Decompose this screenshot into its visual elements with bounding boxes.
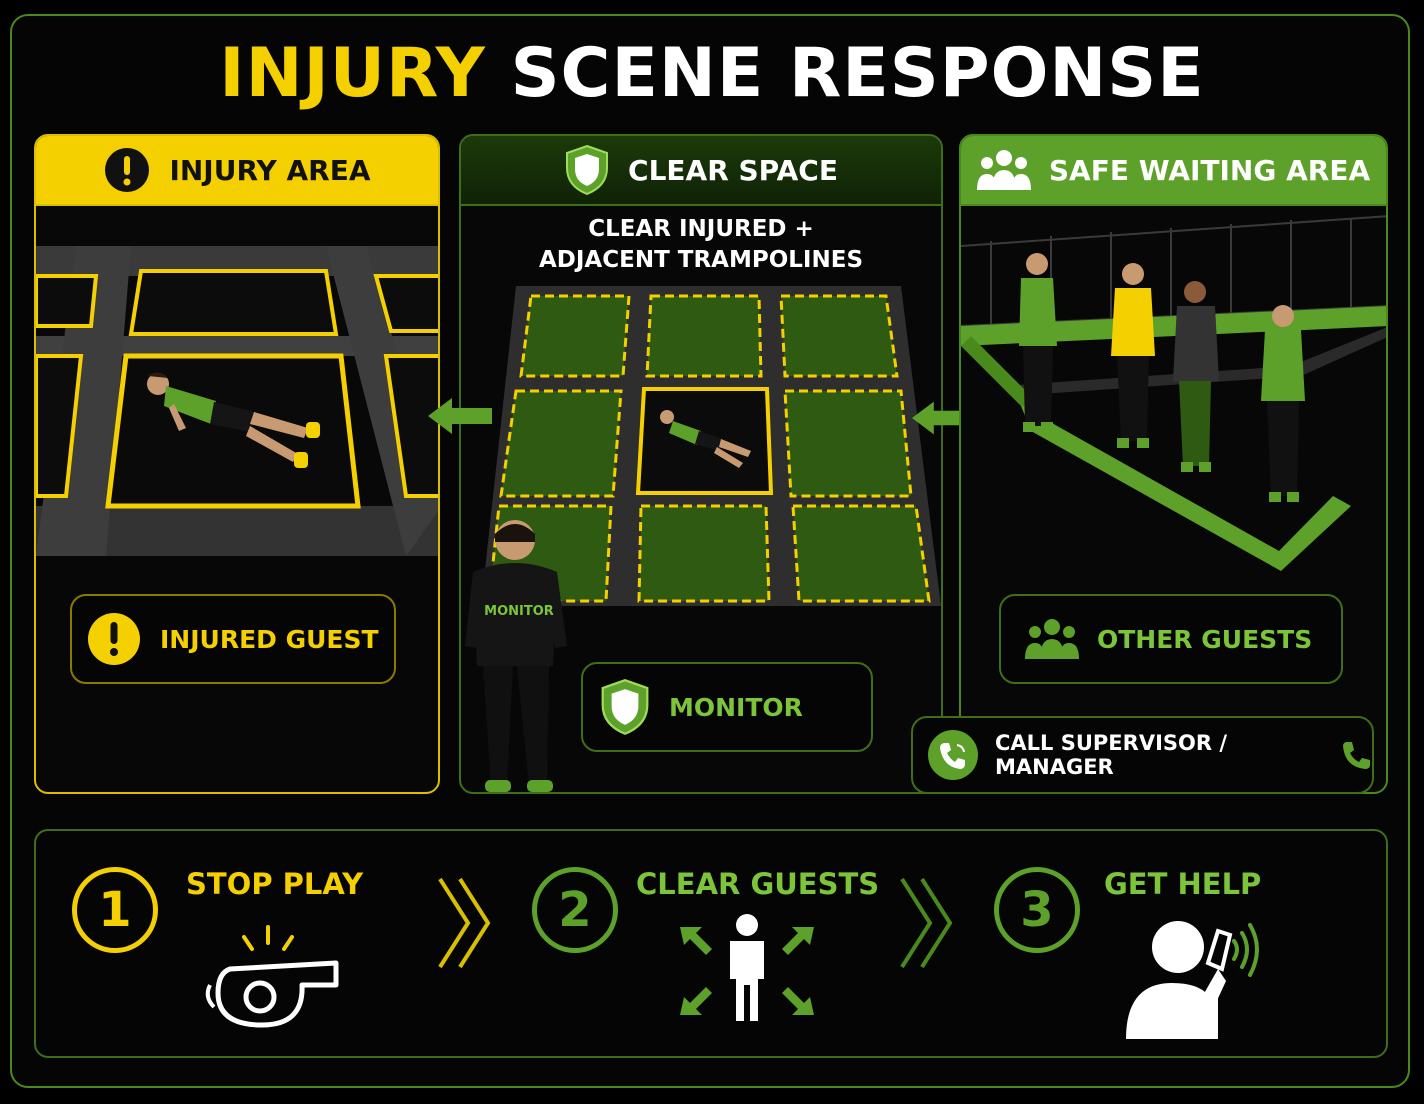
- shield-icon: [564, 144, 610, 196]
- trampoline-grid-illustration: [36, 206, 438, 556]
- monitor-label: MONITOR: [669, 692, 803, 722]
- step-2-number: 2: [532, 867, 618, 953]
- subtitle-line-1: CLEAR INJURED +: [588, 216, 814, 242]
- guest-figures: [1019, 253, 1305, 502]
- step-3-label: GET HELP: [1104, 867, 1262, 901]
- injury-area-panel: INJURY AREA INJURED GUEST: [34, 134, 440, 794]
- group-icon: [976, 148, 1031, 192]
- monitor-staff-figure: MONITOR: [465, 516, 575, 792]
- response-steps-panel: 1 STOP PLAY 2 CLEAR GUESTS: [34, 829, 1388, 1058]
- injury-area-title: INJURY AREA: [169, 153, 371, 187]
- injured-guest-pill: INJURED GUEST: [70, 594, 396, 684]
- clear-space-title: CLEAR SPACE: [628, 153, 838, 187]
- injured-person-small: [660, 410, 751, 468]
- step-2-label: CLEAR GUESTS: [636, 867, 880, 901]
- clear-space-panel: CLEAR SPACE CLEAR INJURED + ADJACENT TRAM…: [459, 134, 943, 794]
- monitor-pill: MONITOR: [581, 662, 873, 752]
- alert-icon: [103, 146, 151, 194]
- title-scene-response: SCENE RESPONSE: [510, 34, 1205, 113]
- person-phone-icon: [1122, 911, 1262, 1041]
- safe-waiting-area-header: SAFE WAITING AREA: [961, 136, 1386, 206]
- whistle-icon: [200, 921, 340, 1033]
- injured-person-figure: [147, 372, 320, 468]
- monitor-shirt-label: MONITOR: [484, 604, 554, 619]
- injured-guest-label: INJURED GUEST: [160, 624, 379, 654]
- call-supervisor-pill: CALL SUPERVISOR / MANAGER: [911, 716, 1374, 794]
- safe-waiting-area-panel: SAFE WAITING AREA OTHER GUESTS: [959, 134, 1388, 794]
- page-title: INJURY SCENE RESPONSE: [0, 34, 1424, 114]
- other-guests-label: OTHER GUESTS: [1097, 624, 1313, 654]
- arrow-left-icon: [912, 398, 972, 438]
- chevron-right-icon: [436, 875, 496, 971]
- chevron-right-icon: [898, 875, 958, 971]
- clear-space-subtitle: CLEAR INJURED + ADJACENT TRAMPOLINES: [461, 214, 941, 276]
- other-guests-pill: OTHER GUESTS: [999, 594, 1343, 684]
- group-icon: [1025, 617, 1079, 661]
- shield-icon: [599, 678, 651, 736]
- waiting-area-illustration: [961, 215, 1386, 571]
- call-supervisor-label: CALL SUPERVISOR / MANAGER: [995, 731, 1228, 779]
- disperse-person-icon: [672, 911, 822, 1031]
- alert-icon: [86, 611, 142, 667]
- step-1-label: STOP PLAY: [186, 867, 364, 901]
- title-injury: INJURY: [219, 34, 486, 113]
- safe-waiting-area-title: SAFE WAITING AREA: [1048, 153, 1371, 187]
- arrow-left-icon: [428, 396, 494, 436]
- subtitle-line-2: ADJACENT TRAMPOLINES: [538, 247, 864, 273]
- injury-area-header: INJURY AREA: [36, 136, 438, 206]
- step-1-number: 1: [72, 867, 158, 953]
- step-3-number: 3: [994, 867, 1080, 953]
- phone-call-icon: [927, 729, 979, 781]
- phone-icon: [1342, 740, 1372, 770]
- clear-space-header: CLEAR SPACE: [461, 136, 941, 206]
